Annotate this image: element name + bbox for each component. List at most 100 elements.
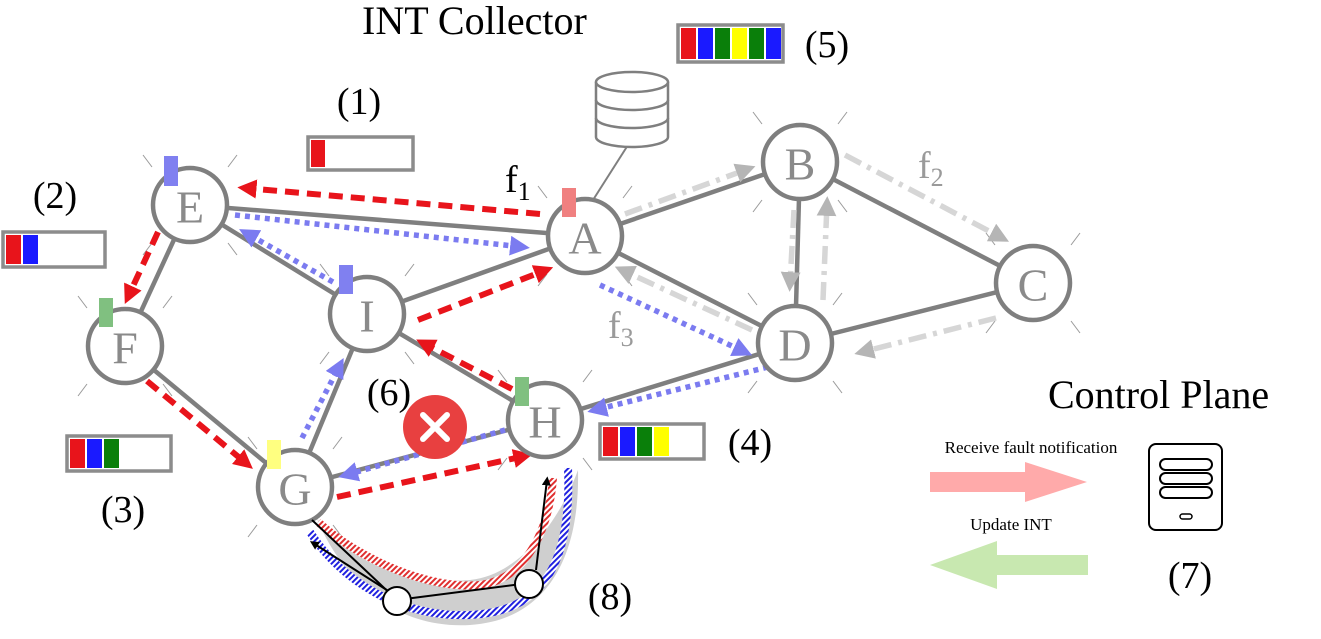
int-marker-g [267, 440, 281, 469]
node-spark-a-2 [537, 273, 548, 287]
step-1-label: (1) [337, 81, 381, 123]
flow-f2-d-a [614, 265, 754, 333]
flow-f2-a-b [624, 163, 756, 217]
int-marker-a [562, 188, 576, 217]
node-spark-e-2 [142, 242, 153, 256]
flow-f1-h-i [416, 339, 514, 392]
int-stack-3 [65, 434, 173, 473]
flow-f3-label: f3 [608, 305, 634, 352]
receive-fault-arrow [930, 462, 1087, 502]
flow-f2-b-d [780, 209, 801, 292]
node-circle-b [760, 122, 840, 202]
node-label-i: I [359, 291, 374, 342]
node-spark-f-2 [77, 383, 88, 397]
flow-f2-d-b [816, 196, 837, 301]
int-markers [99, 156, 576, 469]
int-stack-2-segment-0 [6, 235, 21, 264]
flow-f3-e-a [234, 212, 530, 256]
node-label-d: D [778, 320, 811, 371]
link-d-h [544, 340, 796, 423]
node-spark-a-0 [537, 185, 548, 199]
node-label-c: C [1018, 260, 1049, 311]
int-collector-title: INT Collector [362, 0, 587, 43]
int-stack-5-segment-2 [715, 28, 730, 59]
node-spark-f-3 [162, 383, 173, 397]
node-circle-c [993, 243, 1073, 323]
int-stack-1-segment-0 [311, 140, 325, 167]
node-circle-a [545, 196, 625, 276]
link-collector-a [592, 144, 629, 201]
recovery-path-route [309, 476, 551, 616]
flow-f3-subscript: 3 [621, 323, 634, 352]
node-spark-h-1 [582, 369, 593, 383]
node-label-g: G [278, 464, 311, 515]
flow-f2-b-c [843, 152, 1010, 242]
node-f: F [85, 306, 165, 386]
node-label-a: A [568, 213, 601, 264]
server-icon [1148, 443, 1223, 531]
node-spark-d-3 [832, 380, 843, 394]
node-spark-a-3 [622, 273, 633, 287]
close-icon [420, 412, 450, 442]
flow-f2-label: f2 [918, 145, 944, 192]
node-a: A [545, 196, 625, 276]
node-label-h: H [528, 397, 561, 448]
step-4-label: (4) [728, 422, 772, 464]
node-spark-e-0 [142, 154, 153, 168]
link-e-a [189, 202, 586, 239]
int-stack-3-segment-0 [70, 439, 85, 468]
int-stack-1 [306, 135, 415, 172]
node-spark-b-1 [837, 111, 848, 125]
node-spark-g-1 [332, 436, 343, 450]
flow-f1-label: f1 [505, 159, 531, 206]
int-stack-4-segment-2 [637, 427, 652, 456]
node-c: C [993, 243, 1073, 323]
flow-f3-a-d [598, 282, 753, 357]
node-circle-f [85, 306, 165, 386]
flow-f3-d-h [587, 364, 769, 417]
database-icon [594, 70, 670, 149]
node-sparks [77, 111, 1081, 538]
int-stack-5-segment-4 [749, 28, 764, 59]
flow-f1-a-e [237, 179, 541, 217]
route-node-2 [514, 569, 544, 599]
node-d: D [755, 303, 835, 383]
node-label-e: E [176, 182, 204, 233]
int-stack-4-segment-3 [654, 427, 669, 456]
node-spark-i-3 [404, 351, 415, 365]
flow-f1-subscript: 1 [518, 177, 531, 206]
int-stack-3-segment-2 [104, 439, 119, 468]
node-spark-h-3 [582, 457, 593, 471]
step-3-label: (3) [101, 489, 145, 531]
node-spark-g-2 [247, 524, 258, 538]
fault-marker [403, 395, 467, 459]
node-spark-d-1 [832, 292, 843, 306]
node-spark-a-1 [622, 185, 633, 199]
step-7-label: (7) [1168, 555, 1212, 597]
node-b: B [760, 122, 840, 202]
node-spark-e-3 [227, 242, 238, 256]
route-n2-h-arrow [535, 476, 551, 571]
node-spark-f-0 [77, 295, 88, 309]
int-stack-bars [1, 23, 785, 473]
int-stack-5-segment-1 [698, 28, 713, 59]
node-spark-c-0 [985, 232, 996, 246]
int-stack-3-segment-1 [87, 439, 102, 468]
route-node-1 [382, 586, 412, 616]
flow-f2-path [614, 152, 1010, 359]
flow-f1-e-f [124, 230, 161, 304]
step-2-label: (2) [33, 175, 77, 217]
control-plane-title: Control Plane [1048, 372, 1269, 417]
int-stack-2 [1, 230, 107, 269]
step-8-label: (8) [588, 576, 632, 618]
node-circle-d [755, 303, 835, 383]
int-stack-5-segment-3 [732, 28, 747, 59]
int-stack-4 [598, 422, 706, 461]
int-marker-h [515, 377, 529, 406]
flow-f2-subscript: 2 [931, 163, 944, 192]
node-spark-h-0 [497, 369, 508, 383]
node-spark-g-0 [247, 436, 258, 450]
node-label-f: F [112, 323, 138, 374]
int-stack-2-segment-1 [23, 235, 38, 264]
